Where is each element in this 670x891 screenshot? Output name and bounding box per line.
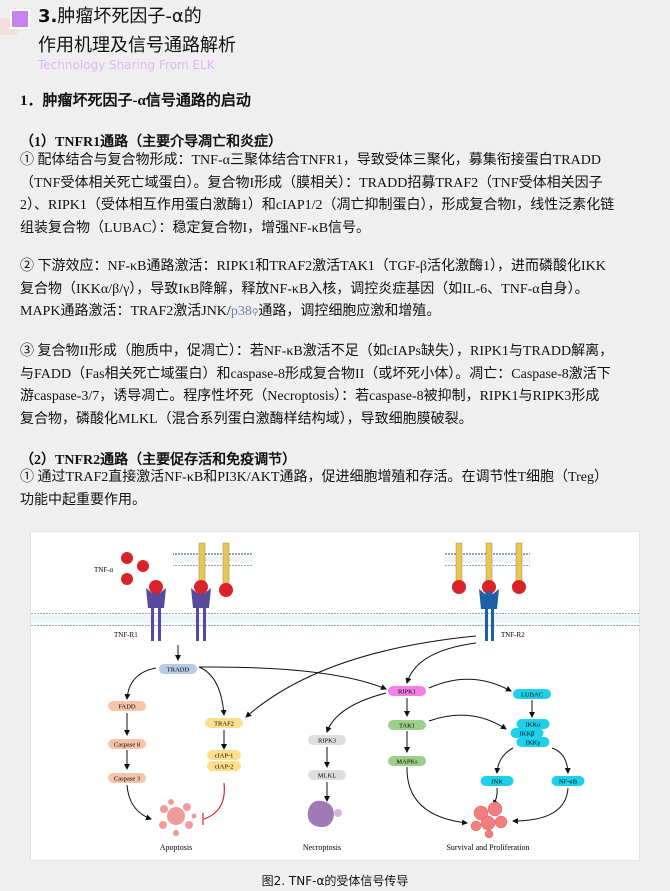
node-mapks-box bbox=[388, 756, 426, 766]
header-title-line2: 作用机理及信号通路解析 bbox=[38, 35, 236, 56]
cell-membrane bbox=[31, 611, 639, 626]
node-traf2-box bbox=[205, 718, 243, 728]
node-ripk1: RIPK1 bbox=[388, 686, 426, 696]
node-ikkb-box bbox=[510, 728, 544, 738]
node-ciap2-label: cIAP-2 bbox=[215, 763, 234, 770]
node-mlkl-box bbox=[308, 770, 346, 780]
search-icon[interactable]: ⚲ bbox=[251, 307, 259, 317]
node-caspase8-label: Caspase 8 bbox=[114, 741, 140, 748]
node-tak1-box bbox=[388, 720, 426, 730]
node-ikka-box bbox=[516, 719, 550, 729]
node-tradd: TRADD bbox=[159, 664, 197, 674]
necroptosis-cell-icon bbox=[307, 800, 342, 828]
survival-cells-icon bbox=[470, 801, 508, 839]
tnfr2-paragraph-1: ① 通过TRAF2直接激活NF-κB和PI3K/AKT通路，促进细胞增殖和存活。… bbox=[20, 470, 608, 508]
node-ikkb-label: IKKβ bbox=[520, 730, 536, 737]
figure-caption: 图2. TNF-α的受体信号传导 bbox=[261, 874, 409, 888]
node-traf2: TRAF2 bbox=[205, 718, 243, 728]
node-lubac-box bbox=[513, 689, 551, 699]
node-tradd-box bbox=[159, 664, 197, 674]
label-survival: Survival and Proliferation bbox=[446, 843, 529, 852]
node-mapks-label: MAPKs bbox=[396, 758, 418, 765]
node-ikkg: IKKγ bbox=[516, 737, 550, 747]
node-caspase8-box bbox=[108, 739, 146, 749]
node-jnk-label: JNK bbox=[491, 778, 503, 785]
node-caspase3: Caspase 3 bbox=[108, 773, 146, 783]
node-tradd-label: TRADD bbox=[167, 666, 190, 673]
tnf-alpha-trimers bbox=[121, 552, 149, 585]
tnfr1-paragraph-2: ② 下游效应：NF-κB通路激活：RIPK1和TRAF2激活TAK1（TGF-β… bbox=[20, 259, 606, 319]
tnfr1-heading: （1）TNFR1通路（主要介导凋亡和炎症） bbox=[20, 135, 283, 150]
node-caspase3-box bbox=[108, 773, 146, 783]
node-ikkg-label: IKKγ bbox=[526, 739, 541, 746]
node-fadd-box bbox=[108, 701, 146, 711]
node-fadd: FADD bbox=[108, 701, 146, 711]
apoptosis-cell-icon bbox=[159, 799, 197, 836]
node-traf2-label: TRAF2 bbox=[214, 720, 234, 727]
node-nfkb-label: NF-κB bbox=[559, 778, 578, 785]
node-lubac: LUBAC bbox=[513, 689, 551, 699]
node-ciap1-label: cIAP-1 bbox=[215, 752, 234, 759]
signaling-diagram: TNF-α TNF-R1 TNF-R2 TRADD FADD Caspase 8 Ca… bbox=[30, 531, 640, 861]
section-title: 1．肿瘤坏死因子-α信号通路的启动 bbox=[20, 93, 251, 109]
node-ikkg-box bbox=[516, 737, 550, 747]
node-ripk1-box bbox=[388, 686, 426, 696]
tnfr1-paragraph-1: ① 配体结合与复合物形成：TNF-α三聚体结合TNFR1，导致受体三聚化，募集衔… bbox=[20, 153, 615, 236]
node-mlkl: MLKL bbox=[308, 770, 346, 780]
node-ikka-label: IKKα bbox=[526, 721, 542, 728]
node-ciap1-box bbox=[207, 750, 241, 760]
node-nfkb: NF-κB bbox=[551, 776, 585, 786]
label-apoptosis: Apoptosis bbox=[160, 843, 192, 852]
node-ciap2: cIAP-2 bbox=[207, 761, 241, 771]
node-jnk: JNK bbox=[480, 776, 514, 786]
p38-link[interactable]: p38 bbox=[230, 304, 252, 319]
tnfr1-paragraph-3: ③ 复合物II形成（胞质中，促凋亡）：若NF-κB激活不足（如cIAPs缺失），… bbox=[20, 344, 614, 427]
label-tnf-r2: TNF-R2 bbox=[501, 631, 525, 639]
node-ripk3: RIPK3 bbox=[308, 735, 346, 745]
label-necroptosis: Necroptosis bbox=[303, 843, 341, 852]
node-ripk3-box bbox=[308, 735, 346, 745]
header-subtitle: Technology Sharing From ELK bbox=[38, 58, 215, 72]
tnfr2-heading: （2）TNFR2通路（主要促存活和免疫调节） bbox=[20, 453, 297, 468]
node-ikka: IKKα bbox=[516, 719, 550, 729]
tnf-r1-receptor bbox=[146, 580, 211, 641]
node-mapks: MAPKs bbox=[388, 756, 426, 766]
node-fadd-label: FADD bbox=[118, 703, 136, 710]
node-tak1: TAK1 bbox=[388, 720, 426, 730]
inhibition-arrow bbox=[203, 782, 225, 820]
node-ripk3-label: RIPK3 bbox=[318, 737, 336, 744]
node-mlkl-label: MLKL bbox=[318, 772, 336, 779]
node-ikkb: IKKβ bbox=[510, 728, 544, 738]
header-square-icon bbox=[10, 9, 30, 29]
node-caspase3-label: Caspase 3 bbox=[114, 775, 140, 782]
node-ripk1-label: RIPK1 bbox=[398, 688, 416, 695]
diagram-svg: TNF-α TNF-R1 TNF-R2 TRADD FADD Caspase 8 Ca… bbox=[31, 542, 639, 852]
node-nfkb-box bbox=[551, 776, 585, 786]
label-tnf-alpha: TNF-α bbox=[94, 566, 114, 574]
label-tnf-r1: TNF-R1 bbox=[114, 631, 138, 639]
node-ciap2-box bbox=[207, 761, 241, 771]
node-caspase8: Caspase 8 bbox=[108, 739, 146, 749]
node-lubac-label: LUBAC bbox=[521, 691, 543, 698]
header-title-line1: 3.肿瘤坏死因子-α的 bbox=[38, 6, 202, 27]
node-jnk-box bbox=[480, 776, 514, 786]
tnf-r2-receptor bbox=[479, 580, 499, 641]
pathway-arrows bbox=[124, 635, 571, 826]
node-ciap1: cIAP-1 bbox=[207, 750, 241, 760]
node-tak1-label: TAK1 bbox=[399, 722, 415, 729]
membrane-tnf bbox=[198, 542, 526, 597]
membrane-fragment-left bbox=[173, 553, 253, 566]
